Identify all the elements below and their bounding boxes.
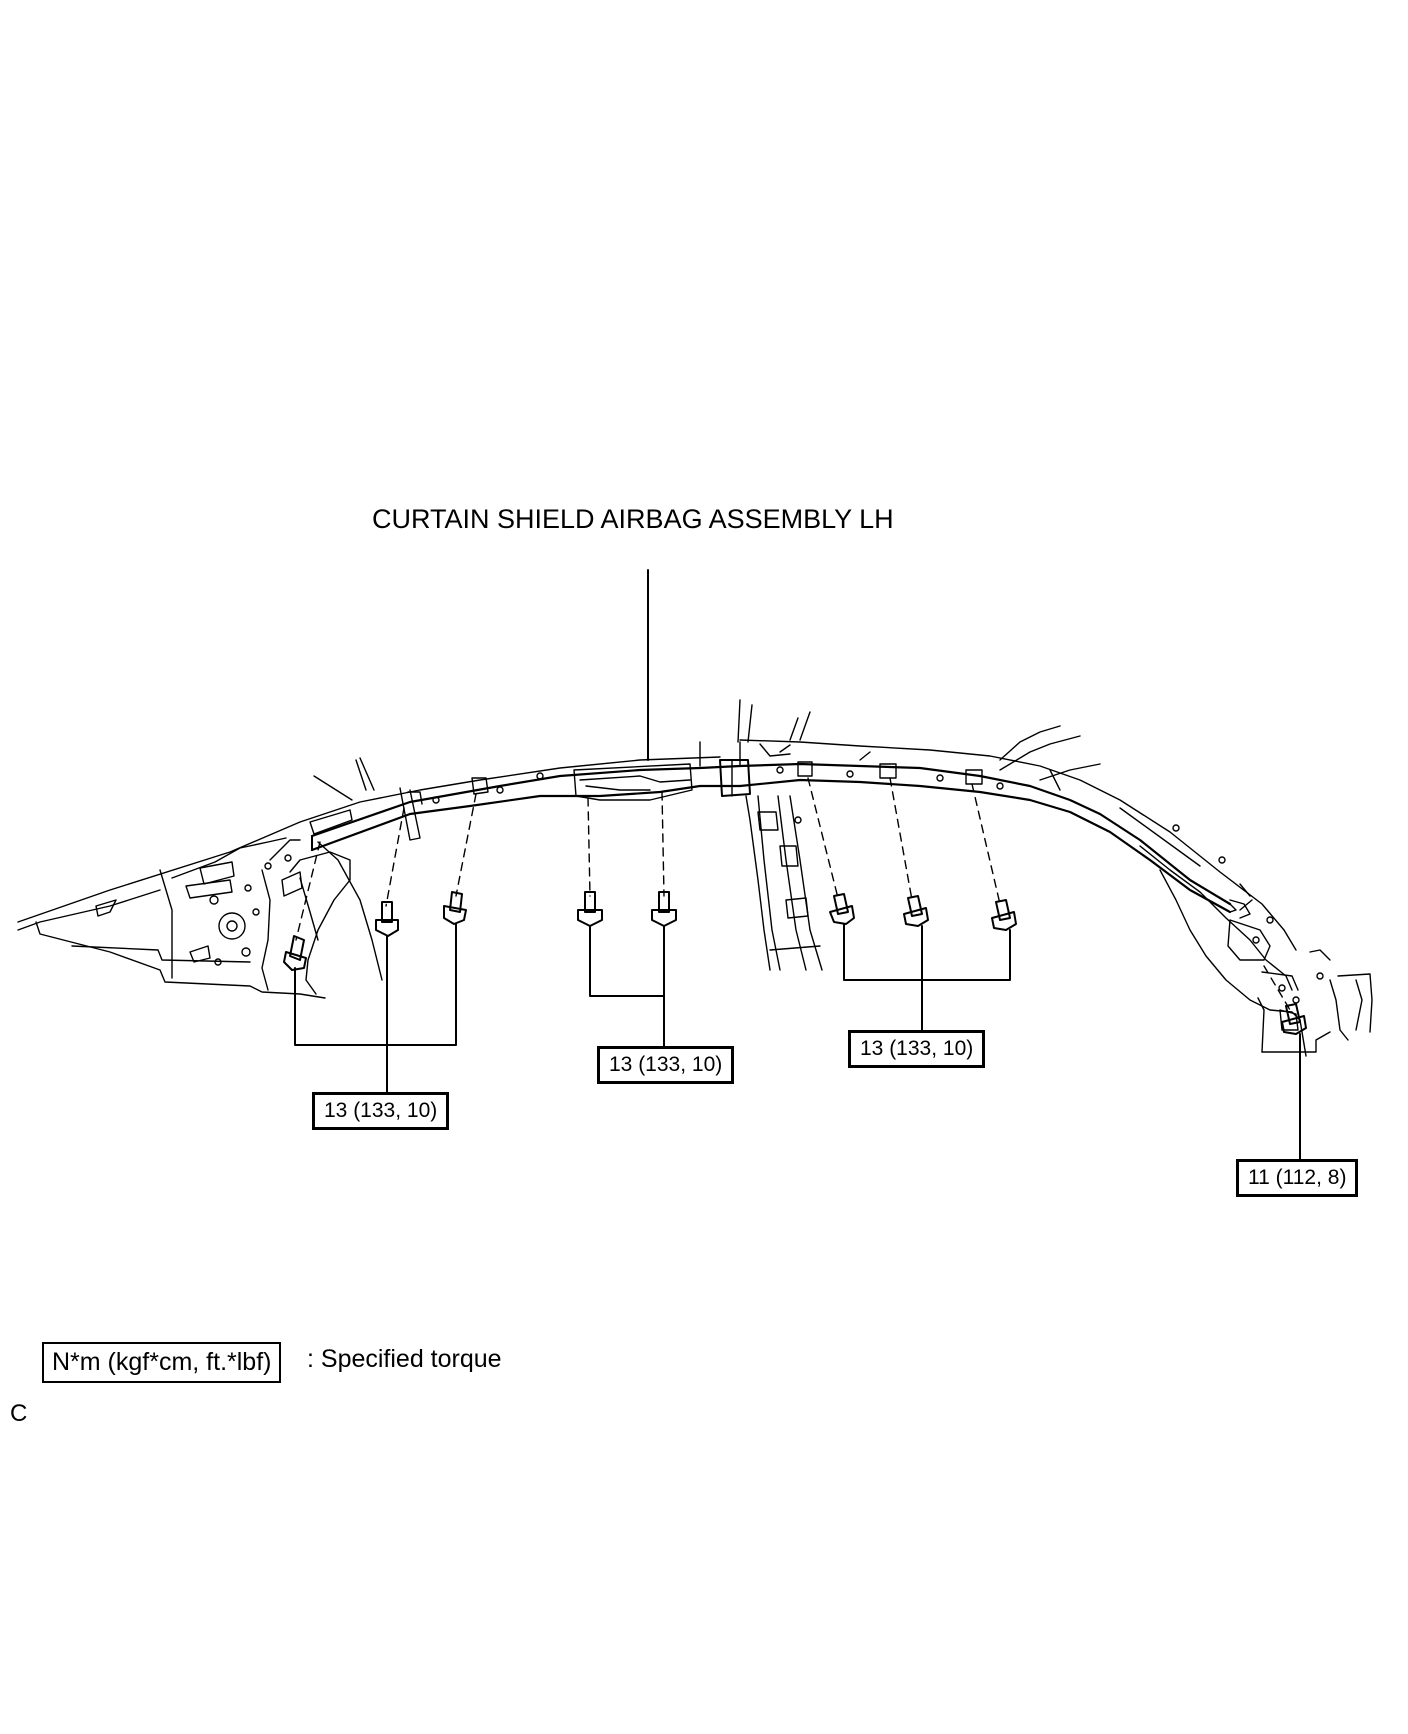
bolt-8 — [992, 900, 1016, 930]
bolt-9 — [1282, 1004, 1306, 1034]
center-pillar — [746, 796, 822, 970]
bolt-5 — [652, 892, 676, 926]
curtain-shield-airbag — [312, 760, 1250, 918]
torque-callout-center: 13 (133, 10) — [597, 1046, 735, 1085]
torque-callout-rear: 13 (133, 10) — [848, 1030, 986, 1069]
figure-code: C — [10, 1400, 28, 1427]
torque-leader-lines — [295, 924, 1300, 1159]
torque-callout-front: 13 (133, 10) — [312, 1092, 450, 1131]
install-dashed-lines — [296, 778, 1290, 1010]
bolt-7 — [904, 896, 928, 926]
bolt-2 — [376, 902, 398, 936]
legend-description: : Specified torque — [307, 1345, 502, 1373]
bolt-1 — [284, 936, 306, 970]
front-pillar-structure — [18, 757, 720, 998]
bolt-3 — [444, 892, 466, 924]
roof-panel — [700, 700, 1296, 950]
torque-callout-quarter: 11 (112, 8) — [1236, 1159, 1359, 1198]
bolt-6 — [830, 894, 854, 924]
legend-torque-unit-box: N*m (kgf*cm, ft.*lbf) — [42, 1342, 282, 1383]
bolt-4 — [578, 892, 602, 926]
rear-pillar-structure — [1140, 846, 1372, 1056]
airbag-part-title: CURTAIN SHIELD AIRBAG ASSEMBLY LH — [372, 504, 894, 534]
